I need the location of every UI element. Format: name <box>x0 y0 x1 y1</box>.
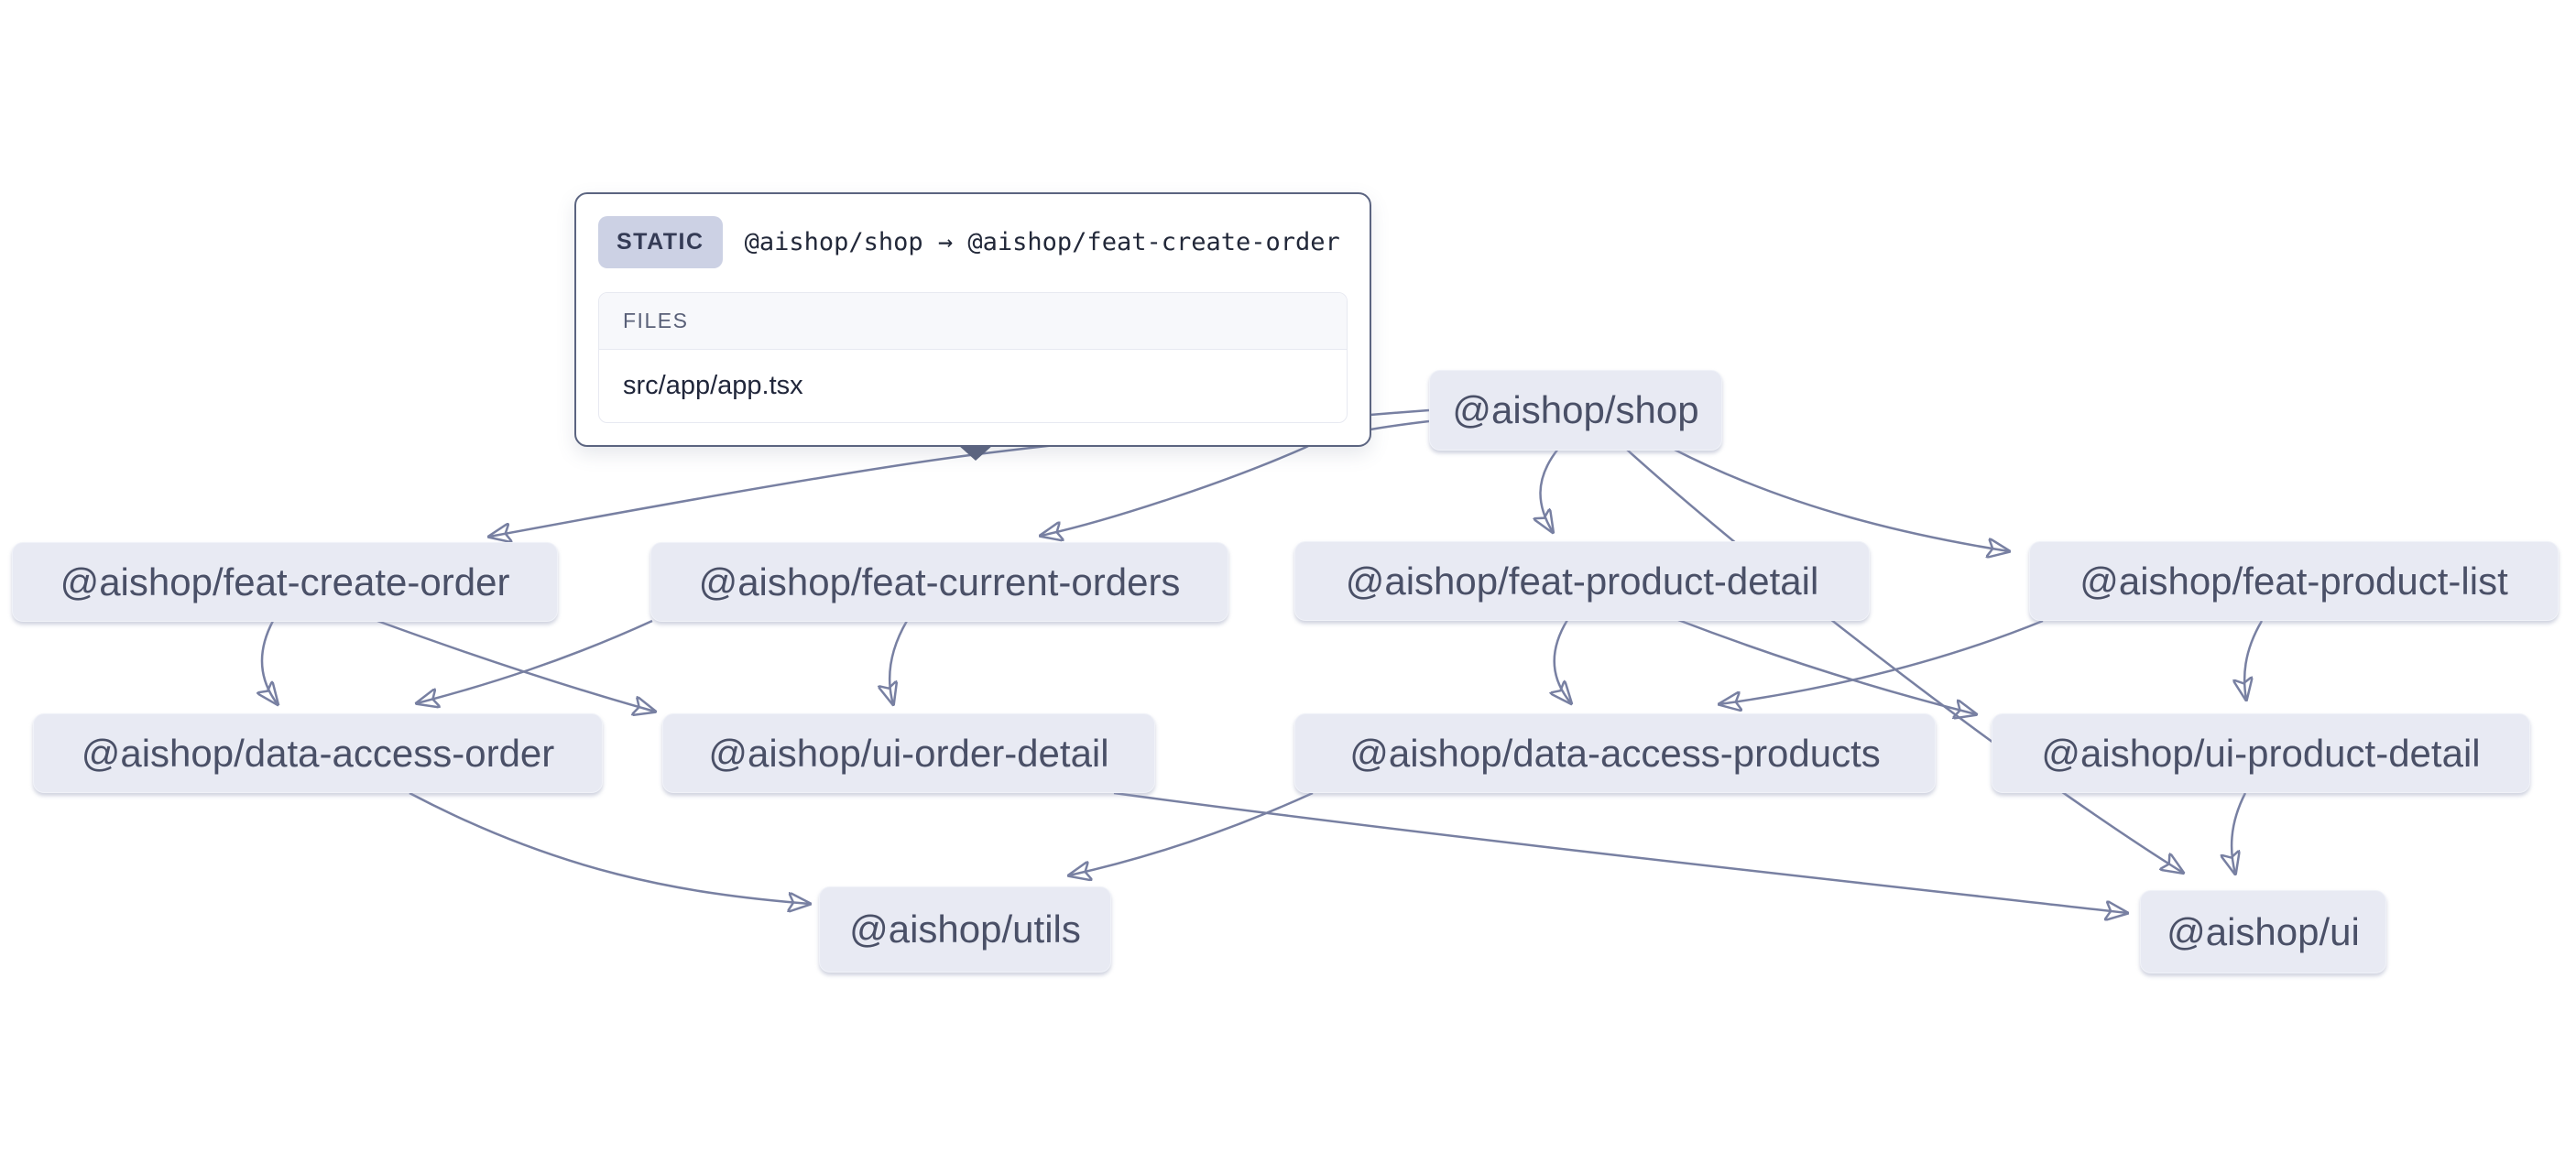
edge-data-access-order-to-utils[interactable] <box>409 791 810 904</box>
graph-node-shop[interactable]: @aishop/shop <box>1429 370 1722 451</box>
graph-node-feat-create-order[interactable]: @aishop/feat-create-order <box>12 542 558 622</box>
edge-shop-to-feat-product-detail[interactable] <box>1540 448 1559 532</box>
edge-type-badge: STATIC <box>598 216 723 268</box>
edge-feat-product-detail-to-data-access-products[interactable] <box>1555 619 1571 703</box>
files-header: FILES <box>599 293 1347 350</box>
tooltip-header: STATIC @aishop/shop → @aishop/feat-creat… <box>598 216 1348 268</box>
edge-shop-to-feat-product-list[interactable] <box>1672 447 2009 551</box>
edge-feat-create-order-to-data-access-order[interactable] <box>262 620 278 704</box>
edge-shop-to-ui[interactable] <box>1626 449 2183 873</box>
edge-ui-product-detail-to-ui[interactable] <box>2232 792 2247 874</box>
edge-feat-product-list-to-data-access-products[interactable] <box>1719 619 2044 704</box>
graph-node-ui-product-detail[interactable]: @aishop/ui-product-detail <box>1992 713 2530 793</box>
edge-feat-current-orders-to-ui-order-detail[interactable] <box>890 620 909 704</box>
edge-feat-create-order-to-ui-order-detail[interactable] <box>377 619 655 712</box>
edge-ui-order-detail-to-ui[interactable] <box>1113 791 2127 913</box>
graph-node-feat-product-list[interactable]: @aishop/feat-product-list <box>2029 541 2559 621</box>
graph-node-feat-product-detail[interactable]: @aishop/feat-product-detail <box>1294 541 1870 621</box>
graph-node-feat-current-orders[interactable]: @aishop/feat-current-orders <box>650 542 1228 622</box>
tooltip-caret <box>958 445 993 461</box>
graph-node-data-access-order[interactable]: @aishop/data-access-order <box>33 713 603 793</box>
edge-feat-product-list-to-ui-product-detail[interactable] <box>2244 620 2264 700</box>
files-list: src/app/app.tsx <box>599 350 1347 422</box>
graph-node-ui-order-detail[interactable]: @aishop/ui-order-detail <box>662 713 1155 793</box>
graph-node-ui[interactable]: @aishop/ui <box>2140 890 2386 973</box>
graph-node-utils[interactable]: @aishop/utils <box>819 886 1111 973</box>
edge-label: @aishop/shop → @aishop/feat-create-order <box>744 228 1340 256</box>
edge-data-access-products-to-utils[interactable] <box>1069 791 1314 875</box>
edge-feat-product-detail-to-ui-product-detail[interactable] <box>1677 618 1976 714</box>
files-box: FILES src/app/app.tsx <box>598 292 1348 423</box>
file-item: src/app/app.tsx <box>623 371 803 400</box>
graph-node-data-access-products[interactable]: @aishop/data-access-products <box>1294 713 1936 793</box>
edge-feat-current-orders-to-data-access-order[interactable] <box>417 619 653 703</box>
edge-tooltip: STATIC @aishop/shop → @aishop/feat-creat… <box>574 192 1371 461</box>
